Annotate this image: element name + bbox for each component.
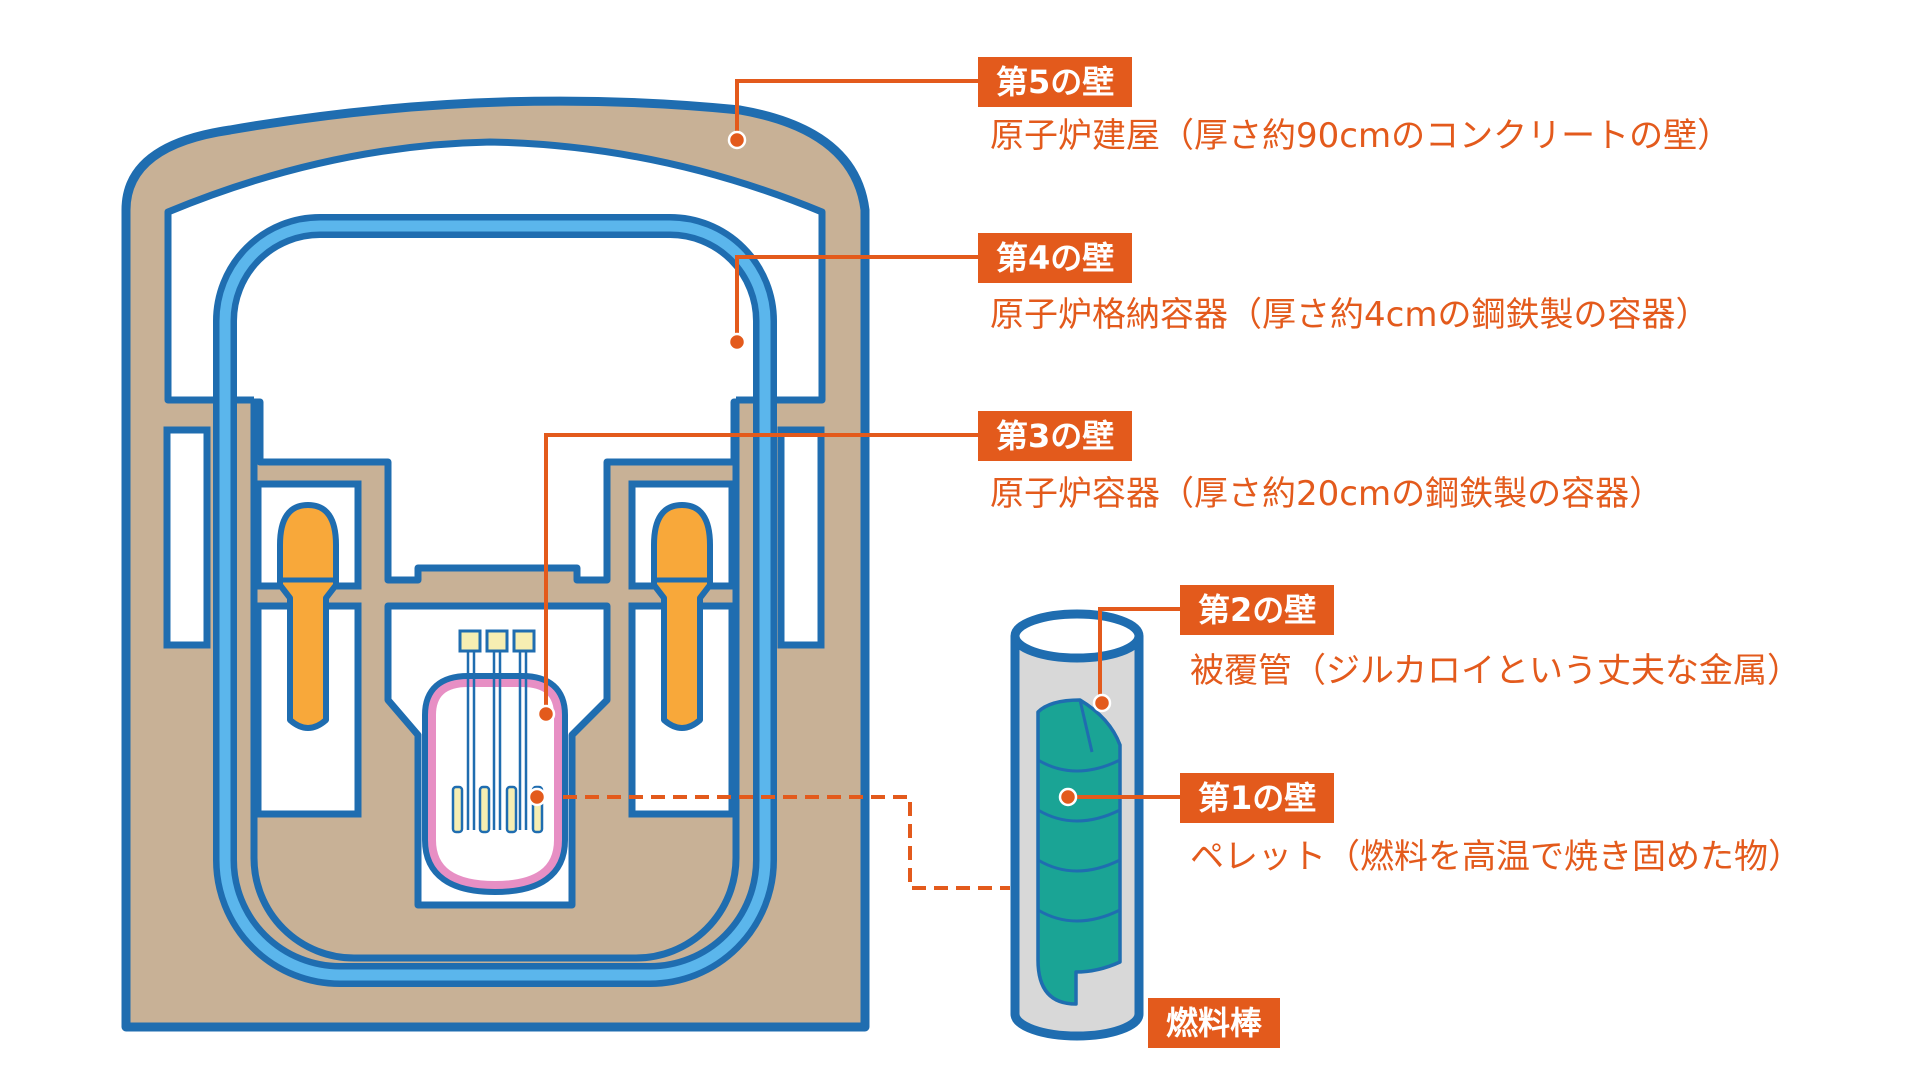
building-side-window-left [163, 426, 211, 649]
control-rods [466, 650, 528, 830]
steam-generator-left [277, 502, 339, 731]
wall-2-description: 被覆管（ジルカロイという丈夫な金属） [1190, 651, 1801, 691]
wall-5-tag: 第5の壁 [978, 57, 1133, 107]
wall-1-tag: 第1の壁 [1180, 773, 1335, 823]
leader-lines [544, 79, 1182, 890]
wall-1-description: ペレット（燃料を高温で焼き固めた物） [1190, 837, 1802, 877]
building-side-window-right [777, 426, 825, 649]
fuel-assemblies [451, 785, 544, 834]
leader-wall-3 [544, 433, 980, 712]
wall-3-tag: 第3の壁 [978, 411, 1133, 461]
wall-2-tag: 第2の壁 [1180, 585, 1335, 635]
fuel-rod-link-line [563, 795, 1010, 890]
wall-4-description: 原子炉格納容器（厚さ約4cmの鋼鉄製の容器） [990, 295, 1710, 335]
wall-5-description: 原子炉建屋（厚さ約90cmのコンクリートの壁） [990, 116, 1732, 156]
leader-dots [527, 130, 1112, 807]
fuel-rod [1010, 609, 1144, 1041]
leader-wall-2 [1098, 607, 1182, 701]
leader-wall-5 [735, 79, 980, 138]
wall-3-description: 原子炉容器（厚さ約20cmの鋼鉄製の容器） [990, 474, 1664, 514]
control-rod-drives [458, 629, 536, 653]
containment-vessel-fill [219, 220, 771, 981]
leader-wall-4 [735, 255, 980, 340]
wall-4-tag: 第4の壁 [978, 233, 1133, 283]
steam-generator-right [651, 502, 713, 731]
fuel-rod-label: 燃料棒 [1148, 998, 1281, 1048]
